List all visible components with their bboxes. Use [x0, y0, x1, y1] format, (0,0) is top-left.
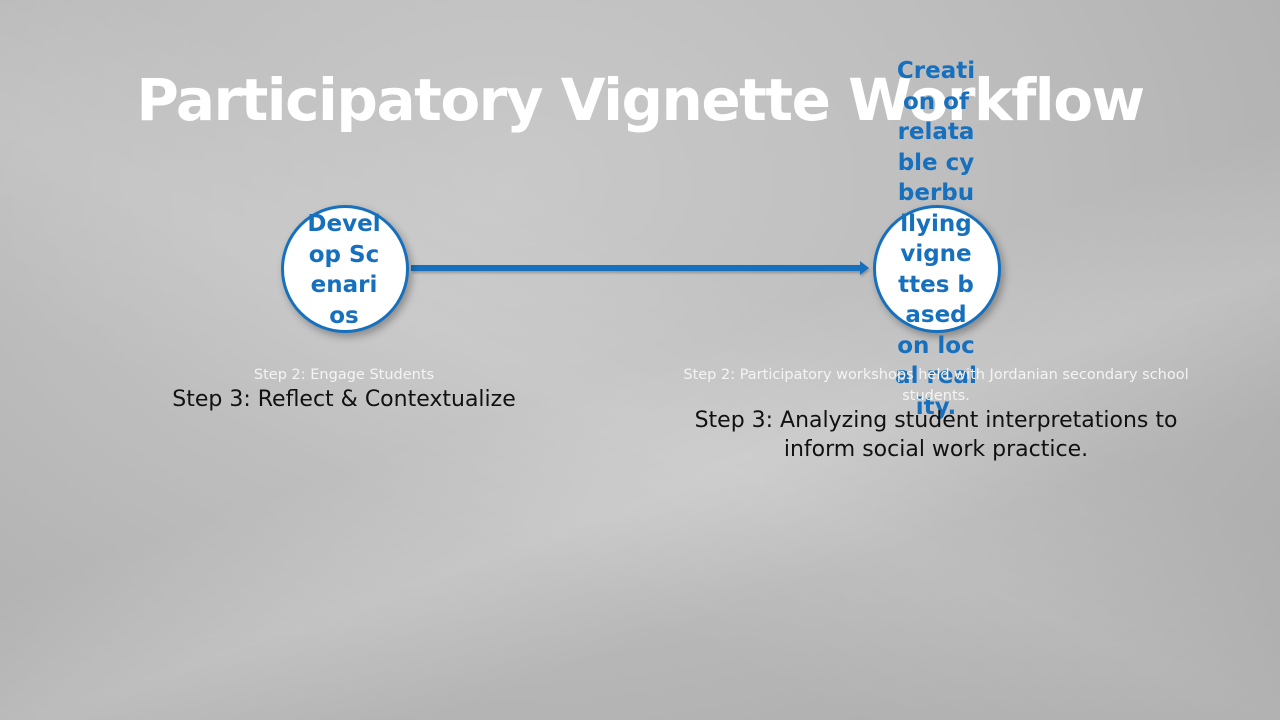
node-develop-scenarios-note: Step 3: Reflect & Contextualize	[172, 387, 516, 412]
node-create-vignettes-label: Creation of relatable cyberbullying vign…	[895, 58, 977, 420]
slide-title: Participatory Vignette Workflow	[136, 66, 1145, 134]
node-create-vignettes-caption: Step 2: Participatory workshops held wit…	[683, 367, 1189, 404]
node-develop-scenarios	[281, 205, 409, 333]
node-create-vignettes	[873, 205, 1001, 333]
node-create-vignettes-note: Step 3: Analyzing student interpretation…	[694, 408, 1178, 462]
node-develop-scenarios-label: Develop Scenarios	[307, 211, 381, 329]
node-develop-scenarios-caption: Step 2: Engage Students	[253, 367, 435, 383]
arrowhead-icon	[860, 261, 869, 275]
